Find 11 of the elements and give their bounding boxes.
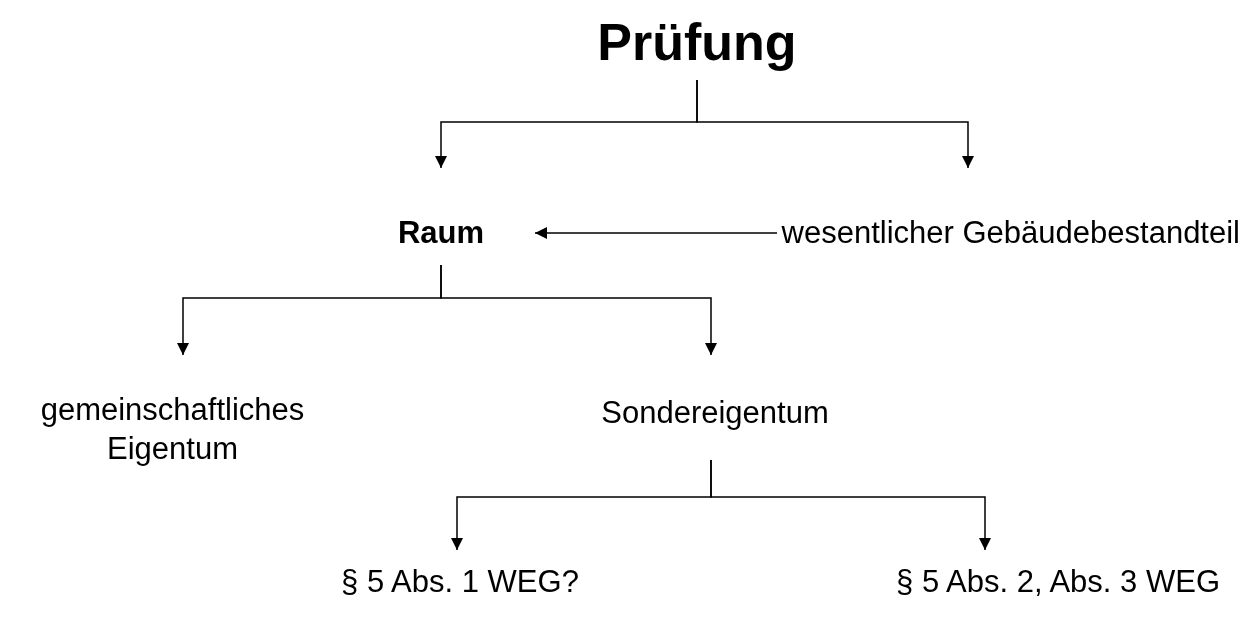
arrow xyxy=(710,459,991,551)
node-label: Sondereigentum xyxy=(601,394,829,433)
node-label: wesentlicher Gebäudebestandteil xyxy=(781,214,1240,253)
node-label: § 5 Abs. 1 WEG? xyxy=(341,562,579,601)
heading: Prüfung xyxy=(597,12,797,73)
arrow xyxy=(440,264,717,356)
arrow xyxy=(534,227,778,239)
arrow xyxy=(696,79,974,169)
node-label: Raum xyxy=(397,214,485,253)
node-label: gemeinschaftliches Eigentum xyxy=(39,391,306,468)
node-label: § 5 Abs. 2, Abs. 3 WEG xyxy=(896,562,1220,601)
